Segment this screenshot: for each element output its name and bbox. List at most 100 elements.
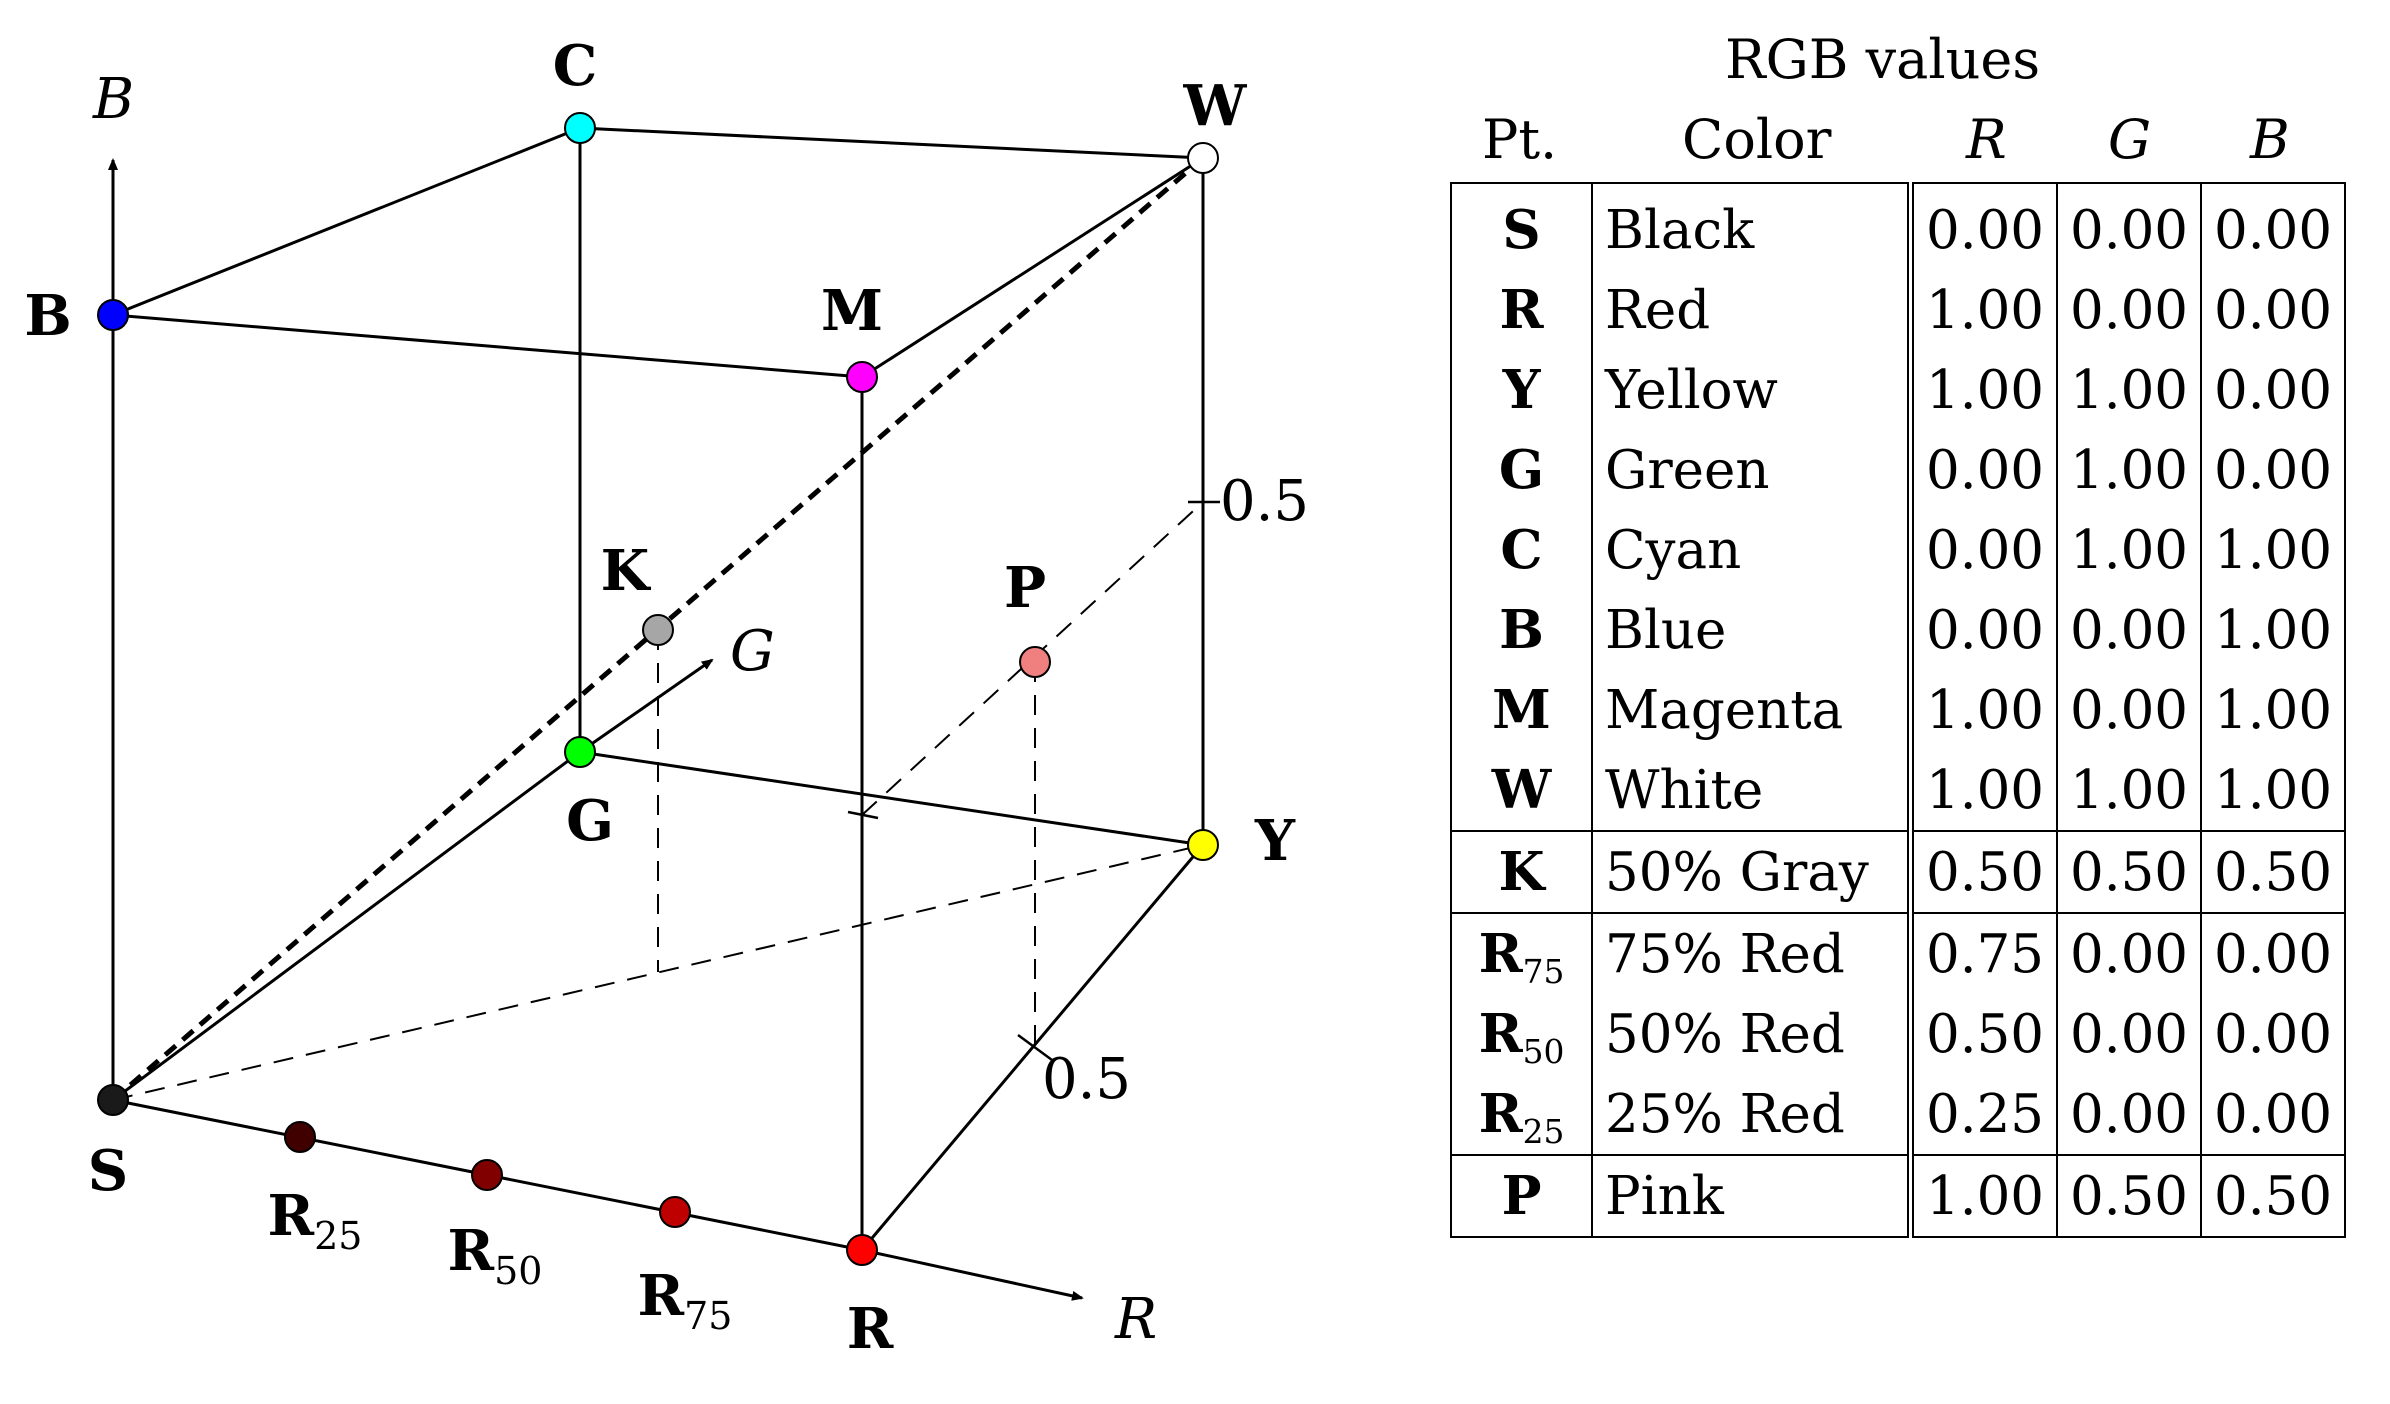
point-b-marker: [97, 299, 129, 331]
cell-point: W: [1450, 750, 1593, 831]
point-label-main: K: [601, 538, 652, 604]
point-g-label: G: [566, 788, 614, 854]
point-name: K: [1498, 840, 1545, 903]
point-r75-marker: [659, 1196, 691, 1228]
cell-b-value: 0.00: [2200, 912, 2347, 994]
cell-g-value: 1.00: [2056, 430, 2203, 510]
cell-b-value: 0.50: [2200, 1154, 2347, 1238]
cell-g-value: 1.00: [2056, 350, 2203, 430]
point-label-main: M: [821, 278, 883, 344]
point-name: C: [1500, 518, 1543, 581]
r-axis-arrow: [861, 1248, 1084, 1301]
point-label-main: R: [268, 1183, 315, 1249]
point-label-main: Y: [1254, 808, 1296, 874]
cell-r-value: 0.00: [1909, 590, 2059, 670]
tick-label-b: 0.5: [1220, 469, 1309, 534]
point-s-label: S: [88, 1138, 128, 1204]
cell-r-value: 0.00: [1909, 510, 2059, 590]
point-name: R: [1499, 278, 1544, 341]
cell-point: Y: [1450, 350, 1593, 430]
cell-b-value: 0.50: [2200, 830, 2347, 913]
g-axis-arrow: [579, 658, 714, 754]
cell-point: R25: [1450, 1074, 1593, 1155]
point-label-subscript: 50: [494, 1249, 542, 1293]
header-color: Color: [1682, 108, 1832, 171]
table-caption: RGB values: [1725, 28, 2041, 91]
tick-half-r: [1017, 1033, 1053, 1062]
point-label-main: R: [448, 1218, 495, 1284]
cell-b-value: 0.00: [2200, 270, 2347, 350]
point-y-label: Y: [1254, 808, 1296, 874]
cell-r-value: 0.25: [1909, 1074, 2059, 1155]
point-subscript: 25: [1522, 1112, 1565, 1151]
cube-edges: [111, 126, 1205, 1251]
point-name: S: [1502, 198, 1541, 261]
point-label-subscript: 75: [684, 1294, 732, 1338]
tick-half-mr: [847, 810, 879, 820]
cell-color-name: Black: [1591, 182, 1914, 270]
point-w-marker: [1187, 142, 1219, 174]
cell-point: G: [1450, 430, 1593, 510]
cell-color-name: 50% Red: [1591, 994, 1914, 1074]
edge-g-y: [579, 750, 1204, 847]
point-label-main: W: [1183, 73, 1248, 139]
axis-label-b: B: [92, 67, 134, 132]
edge-c-w: [579, 126, 1204, 160]
point-m-label: M: [821, 278, 883, 344]
point-r-marker: [846, 1234, 878, 1266]
cell-g-value: 0.00: [2056, 1074, 2203, 1155]
header-g: G: [2108, 108, 2152, 171]
cell-color-name: 50% Gray: [1591, 830, 1914, 913]
points-layer: [97, 112, 1219, 1266]
point-k-label: K: [601, 538, 652, 604]
point-r-label: R: [847, 1296, 894, 1362]
cell-color-name: Red: [1591, 270, 1914, 350]
cell-g-value: 0.00: [2056, 670, 2203, 750]
cell-g-value: 0.00: [2056, 912, 2203, 994]
point-c-marker: [564, 112, 596, 144]
point-name: W: [1491, 758, 1552, 821]
cell-b-value: 1.00: [2200, 750, 2347, 831]
point-w-label: W: [1183, 73, 1248, 139]
cell-r-value: 1.00: [1909, 350, 2059, 430]
cell-color-name: White: [1591, 750, 1914, 831]
point-r75-label: R75: [638, 1263, 733, 1338]
cell-r-value: 0.00: [1909, 182, 2059, 270]
point-label-main: G: [566, 788, 614, 854]
cell-point: R: [1450, 270, 1593, 350]
edge-r-y: [860, 844, 1205, 1251]
point-name: Y: [1502, 358, 1541, 421]
point-p-label: P: [1004, 555, 1046, 621]
cell-b-value: 1.00: [2200, 510, 2347, 590]
cell-point: C: [1450, 510, 1593, 590]
cell-r-value: 1.00: [1909, 670, 2059, 750]
cell-r-value: 0.75: [1909, 912, 2059, 994]
point-label-main: C: [553, 33, 598, 99]
header-pt: Pt.: [1482, 108, 1558, 171]
cell-b-value: 0.00: [2200, 350, 2347, 430]
cell-b-value: 0.00: [2200, 182, 2347, 270]
point-r25-label: R25: [268, 1183, 363, 1258]
cell-point: R50: [1450, 994, 1593, 1074]
point-subscript: 75: [1522, 952, 1565, 991]
edge-b-c: [112, 126, 581, 317]
cell-b-value: 1.00: [2200, 590, 2347, 670]
cell-color-name: Yellow: [1591, 350, 1914, 430]
cell-r-value: 1.00: [1909, 270, 2059, 350]
cell-g-value: 0.50: [2056, 830, 2203, 913]
edge-m-w: [861, 156, 1204, 379]
edge-b-m: [112, 313, 863, 379]
point-r25-marker: [284, 1121, 316, 1153]
point-name: M: [1492, 678, 1551, 741]
point-s-marker: [97, 1084, 129, 1116]
